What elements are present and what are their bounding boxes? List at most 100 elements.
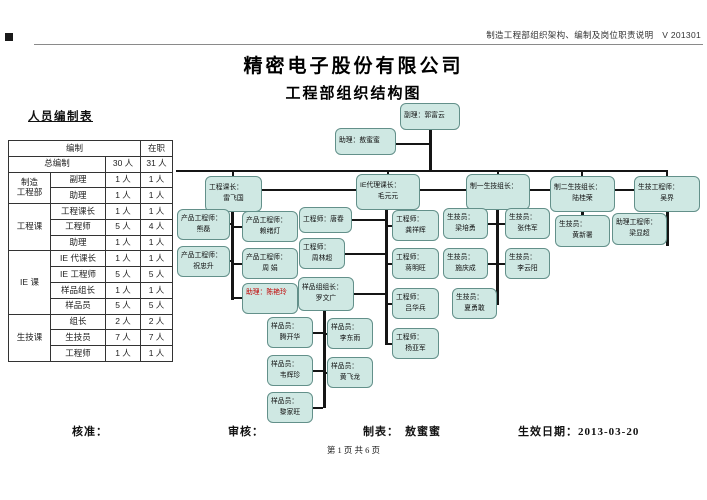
- org-node-tech-huang: 生技员：黄新署: [555, 215, 610, 247]
- review-label: 审核：: [228, 426, 264, 438]
- org-node-title: 工程师：: [303, 243, 331, 251]
- org-node-name: 吴界: [660, 195, 674, 202]
- connector-line: [313, 332, 323, 334]
- org-node-eng-section-chief: 工程课长： 雷飞国: [205, 176, 262, 212]
- org-node-name: 梁显超: [629, 230, 650, 237]
- org-node-sample-2: 样品员：李东雨: [327, 318, 373, 349]
- org-node-name: 黄飞龙: [339, 373, 361, 381]
- table-cell: 1 人: [104, 345, 142, 362]
- org-node-title: 工程师：唐春: [303, 215, 344, 223]
- connector-line: [388, 263, 392, 265]
- company-title: 精密电子股份有限公司: [243, 56, 464, 77]
- org-node-title: 产品工程师：: [246, 253, 287, 261]
- org-node-name: [245, 299, 295, 309]
- org-node-title: 工程师：: [396, 333, 424, 341]
- org-node-title: 制一生技组长：: [470, 182, 518, 190]
- org-node-tech-engineer: 生技工程师： 吴界: [634, 176, 700, 212]
- table-cell: 1 人: [140, 345, 174, 362]
- org-node-name: 梁培勇: [455, 224, 476, 232]
- connector-line: [385, 210, 388, 345]
- prepared-by-field: 制表：敖蜜蜜: [363, 423, 441, 439]
- org-node-tech2-leader: 制二生技组长：陆桂荣: [550, 176, 615, 212]
- org-node-title: 工程师：: [396, 215, 424, 223]
- connector-line: [396, 143, 430, 145]
- org-node-title: 助理工程师：: [616, 219, 657, 227]
- org-node-title: 工程师：: [396, 253, 424, 261]
- org-node-name: 雷飞国: [223, 195, 244, 202]
- org-node-prod-eng-4: 产品工程师： 周 娟: [242, 248, 298, 279]
- page-number: 第 1 页 共 6 页: [326, 445, 381, 455]
- group-cell: 生技课: [8, 313, 51, 363]
- connector-line: [388, 225, 392, 227]
- connector-line: [231, 212, 234, 300]
- connector-line: [429, 130, 432, 171]
- org-node-name: 罗文广: [315, 295, 337, 302]
- connector-line: [313, 370, 323, 372]
- connector-line: [176, 170, 668, 172]
- org-node-name: 陆桂荣: [572, 195, 593, 202]
- org-node-title: 样品组组长：: [302, 284, 343, 292]
- connector-line: [352, 219, 385, 221]
- connector-line: [420, 189, 466, 191]
- org-node-title: 工程课长：: [209, 184, 243, 192]
- connector-line: [499, 223, 505, 225]
- group-cell: 工程课: [8, 203, 51, 252]
- org-node-title: 生技员：: [509, 213, 537, 221]
- org-node-title: 样品员：: [271, 397, 299, 405]
- org-node-title: 副理：郭富云: [404, 112, 445, 120]
- org-node-name: 韦辉珍: [279, 371, 301, 379]
- org-node-tech-liang: 生技员： 梁培勇: [443, 208, 488, 239]
- org-node-assistant: 助理：敖蜜蜜: [335, 128, 396, 155]
- connector-line: [581, 171, 583, 177]
- org-node-title: 生技工程师：: [638, 184, 679, 192]
- org-node-name: 周 娟: [262, 264, 278, 272]
- org-node-name: 周林超: [311, 254, 333, 262]
- org-node-eng-tang: 工程师：唐春: [299, 207, 352, 233]
- connector-line: [324, 372, 327, 374]
- org-node-name: 黄新署: [572, 232, 593, 239]
- org-node-title: 样品员：: [331, 323, 359, 331]
- connector-line: [387, 171, 389, 175]
- org-node-name: 毛元元: [377, 193, 399, 200]
- org-node-asst-eng-liang: 助理工程师： 梁显超: [612, 213, 667, 245]
- org-node-title: 生技员：: [509, 253, 537, 261]
- org-node-name: [469, 192, 527, 202]
- table-cell: 4 人: [140, 218, 174, 236]
- org-node-sample-5: 样品员：黎家旺: [267, 392, 313, 423]
- org-node-tech-xia: 生技员：夏勇敢: [452, 288, 497, 319]
- staff-table-caption: 人员编制表: [28, 111, 93, 123]
- org-node-prod-eng-2: 产品工程师：祝忠升: [177, 246, 230, 277]
- group-cell: IE 课: [8, 250, 51, 315]
- org-node-title: 助理：陈艳玲: [246, 289, 287, 297]
- org-node-name: 腾开华: [279, 333, 301, 341]
- org-node-name: 熊磊: [196, 225, 211, 233]
- org-node-tech1-leader: 制一生技组长：: [466, 174, 530, 210]
- org-node-prod-eng-3: 产品工程师：赖绪灯: [242, 211, 298, 242]
- doc-reference-note: 制造工程部组织架构、编制及岗位职责说明 V 201301: [486, 30, 701, 40]
- effective-date: 生效日期：2013-03-20: [518, 426, 640, 438]
- org-node-title: 样品员：: [331, 362, 359, 370]
- connector-line: [388, 343, 392, 345]
- table-row: 编制在职: [7, 140, 174, 157]
- corner-mark: [5, 33, 13, 41]
- connector-line: [354, 293, 385, 295]
- org-node-title: IE代理课长：: [360, 182, 401, 190]
- org-node-title: 产品工程师：: [181, 214, 222, 222]
- org-node-eng-yang: 工程师：杨亚军: [392, 328, 439, 359]
- connector-line: [666, 212, 669, 246]
- org-node-title: 生技员：: [447, 213, 475, 221]
- connector-line: [345, 253, 385, 255]
- org-node-name: 张伟军: [517, 224, 538, 232]
- org-node-name: 夏勇敢: [464, 304, 485, 312]
- connector-line: [262, 189, 356, 191]
- org-node-name: 蒋明旺: [405, 264, 426, 272]
- connector-line: [496, 210, 499, 305]
- org-node-eng-gong: 工程师：龚祥辉: [392, 210, 439, 241]
